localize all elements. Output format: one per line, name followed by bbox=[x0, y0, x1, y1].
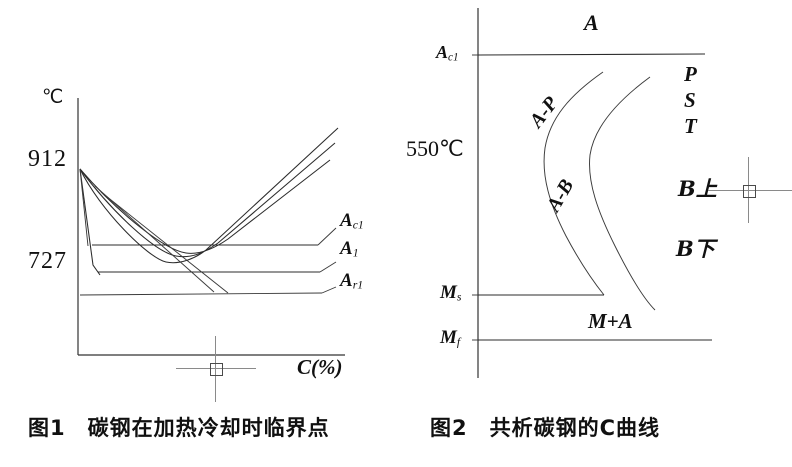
figure-1-y-unit-label: ℃ bbox=[42, 87, 64, 108]
curve-cooling-cross-2 bbox=[100, 191, 229, 294]
figure-1-label-a1: A1 bbox=[340, 239, 359, 259]
figure-2-region-label-b-lower: B下 bbox=[676, 236, 715, 261]
curve-transformation-start bbox=[543, 71, 605, 296]
figure-2-region-label-a: A bbox=[584, 10, 599, 35]
figure-1-label-a1-sub: 1 bbox=[352, 246, 359, 260]
figure-1-plot bbox=[77, 98, 345, 356]
curve-ar3-arcm bbox=[79, 127, 339, 264]
figure-1-x-axis-label: C(%) bbox=[297, 355, 343, 379]
figure-2-label-ms-base: M bbox=[440, 282, 457, 303]
figure-2-label-ms-sub: s bbox=[456, 290, 462, 304]
leader-a1 bbox=[319, 261, 337, 273]
figure-1-label-ac1-base: A bbox=[340, 210, 353, 231]
figure-2-region-label-p: P bbox=[684, 62, 697, 86]
figure-2-label-mf-base: M bbox=[440, 327, 457, 348]
figure-1-label-ar1-base: A bbox=[340, 270, 353, 291]
figure-1-carbon-steel-critical-points: ℃ 912 727 C(%) Ac1 A1 Ar1 bbox=[0, 0, 400, 395]
figure-1-ytick-912: 912 bbox=[28, 146, 67, 172]
figure-2-label-mf: Mf bbox=[440, 328, 460, 348]
curve-left-descender bbox=[79, 168, 101, 276]
figure-2-region-label-t: T bbox=[684, 114, 697, 138]
curve-a3-acm bbox=[79, 142, 336, 258]
figure-1-label-ac1-sub: c1 bbox=[352, 218, 364, 232]
line-ac1 bbox=[477, 53, 706, 56]
figure-1-label-ac1: Ac1 bbox=[340, 211, 364, 231]
figure-2-label-ms: Ms bbox=[440, 283, 462, 303]
figure-1-label-a1-base: A bbox=[340, 238, 353, 259]
caption-figure-2: 图2 共析碳钢的C曲线 bbox=[430, 416, 661, 440]
line-ar1-horizontal bbox=[79, 292, 323, 296]
leader-ac1 bbox=[317, 227, 337, 246]
curve-left-descender-2 bbox=[79, 168, 89, 247]
figure-1-label-ar1: Ar1 bbox=[340, 271, 363, 291]
figure-2-label-mf-sub: f bbox=[456, 335, 461, 349]
figure-2-label-ac1: Ac1 bbox=[436, 43, 459, 64]
figure-2-region-label-s: S bbox=[684, 88, 696, 112]
curve-ac3-accm bbox=[79, 159, 331, 254]
figure-2-label-ac1-base: A bbox=[436, 42, 449, 62]
leader-ar1 bbox=[321, 286, 337, 294]
figure-2-plot bbox=[472, 8, 712, 378]
figure-2-label-550c: 550℃ bbox=[406, 136, 464, 161]
figure-2-region-label-m-plus-a: M+A bbox=[588, 309, 633, 333]
figure-2-label-ac1-sub: c1 bbox=[448, 51, 459, 64]
curve-transformation-finish bbox=[589, 76, 656, 311]
figure-1-label-ar1-sub: r1 bbox=[352, 278, 364, 292]
figure-2-eutectoid-steel-c-curve: Ac1 550℃ Ms Mf A P S T B上 B下 M+A A-P A-B bbox=[400, 0, 792, 395]
curve-cooling-cross-1 bbox=[94, 185, 215, 293]
figure-1-ytick-727: 727 bbox=[28, 248, 67, 274]
figure-2-region-label-b-upper: B上 bbox=[678, 176, 717, 201]
caption-figure-1: 图1 碳钢在加热冷却时临界点 bbox=[28, 416, 330, 440]
